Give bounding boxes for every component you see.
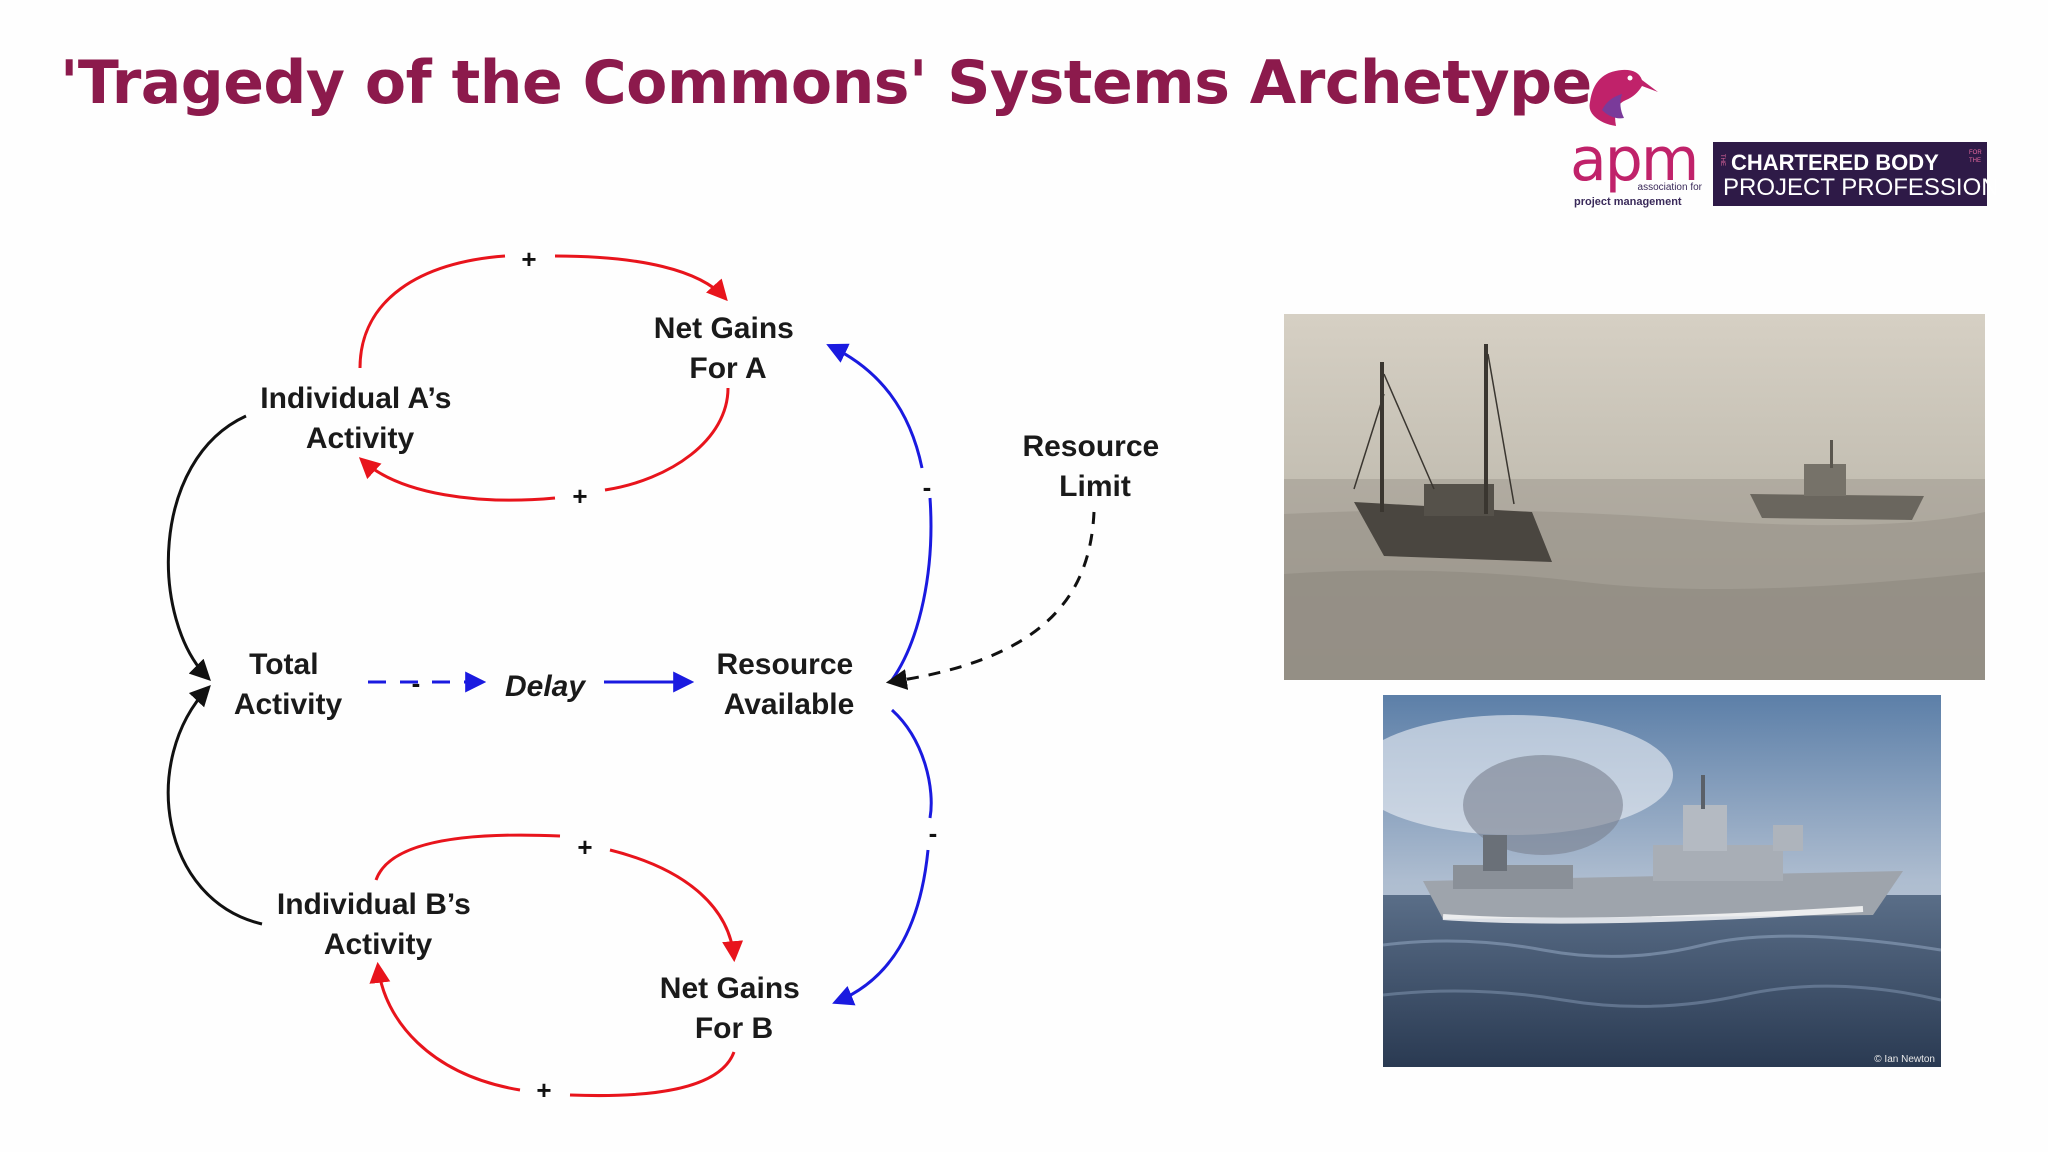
link-resource-to-net-gains-a-upper — [890, 497, 933, 681]
sign-blue-upper: - — [923, 472, 932, 502]
chartered-line-2: PROJECT PROFESSION — [1723, 174, 1999, 201]
apm-subtitle-1: association for — [1637, 182, 1702, 193]
apm-wordmark: apm — [1570, 125, 1699, 195]
sign-a-bottom: + — [572, 481, 587, 511]
chartered-small-for: FOR — [1969, 150, 1982, 156]
node-delay: Delay — [505, 670, 586, 703]
sign-a-top: + — [521, 244, 536, 274]
chartered-small-the: THE — [1719, 154, 1725, 166]
node-resource-available: Resource Available — [716, 648, 861, 721]
link-resource-to-net-gains-b-lower — [832, 849, 930, 1006]
apm-logo: apm association for project management T… — [1562, 62, 1999, 212]
link-net-gains-b-to-individual-b-head — [369, 961, 521, 1092]
link-resource-to-net-gains-b — [890, 708, 933, 819]
node-individual-b-activity: Individual B’s Activity — [277, 888, 479, 961]
chartered-body-badge: THE CHARTERED BODY FOR THE PROJECT PROFE… — [1713, 142, 1999, 206]
sign-delay-link: - — [412, 668, 421, 698]
node-total-activity: Total Activity — [234, 648, 343, 721]
link-net-gains-b-to-individual-b — [569, 1051, 736, 1098]
warship-photo: © Ian Newton — [1383, 695, 1941, 1067]
chartered-small-the-2: THE — [1969, 158, 1981, 164]
fishing-trawler-photo — [1284, 314, 1985, 680]
sign-b-top: + — [577, 832, 592, 862]
slide-title: 'Tragedy of the Commons' Systems Archety… — [60, 48, 1592, 118]
photo-credit: © Ian Newton — [1874, 1054, 1935, 1065]
causal-loop-diagram: Net Gains For A Individual A’s Activity … — [166, 244, 1167, 1105]
node-resource-limit: Resource Limit — [1022, 430, 1167, 503]
chartered-line-1: CHARTERED BODY — [1731, 150, 1939, 175]
link-resource-to-net-gains-a — [826, 343, 924, 469]
sign-blue-lower: - — [929, 818, 938, 848]
link-resource-limit-to-resource — [885, 511, 1096, 690]
link-individual-a-to-net-gains-a-head — [554, 254, 728, 302]
link-individual-b-to-total — [166, 684, 263, 926]
link-net-gains-a-to-individual-a — [604, 387, 730, 492]
node-net-gains-a: Net Gains For A — [654, 312, 802, 385]
link-individual-a-to-net-gains-a — [358, 254, 506, 369]
heron-logo-icon — [1589, 69, 1658, 126]
link-net-gains-a-to-individual-a-head — [358, 457, 556, 502]
link-individual-a-to-total — [166, 414, 247, 681]
apm-subtitle-2: project management — [1574, 196, 1682, 208]
sign-b-bottom: + — [536, 1075, 551, 1105]
node-individual-a-activity: Individual A’s Activity — [260, 382, 460, 455]
link-individual-b-to-net-gains-b — [374, 833, 561, 881]
node-net-gains-b: Net Gains For B — [660, 972, 808, 1045]
link-individual-b-to-net-gains-b-head — [609, 848, 744, 963]
